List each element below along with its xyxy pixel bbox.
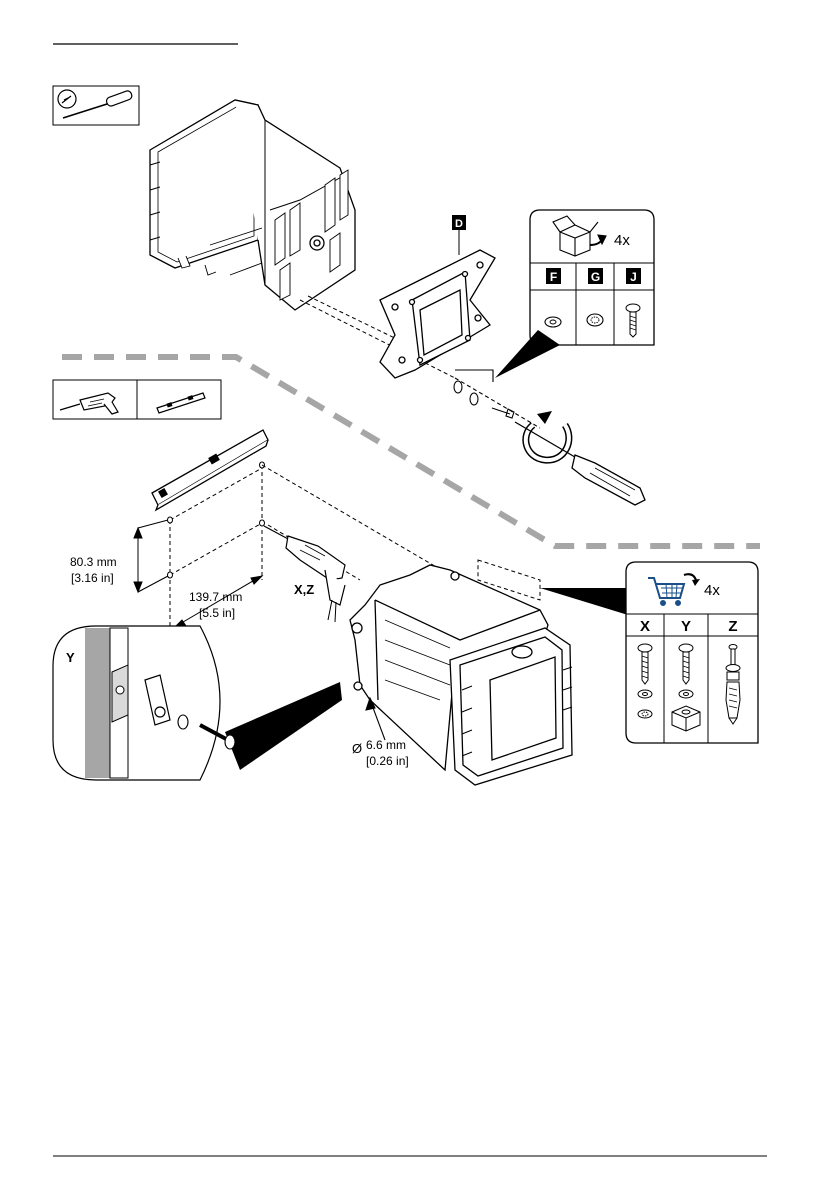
lock-washer-icon (470, 393, 478, 405)
dim-diameter-in: [0.26 in] (366, 754, 409, 768)
label-f: F (550, 270, 557, 284)
dimension-vertical (134, 520, 168, 592)
callout-wedge (540, 588, 628, 615)
washer-icon (454, 381, 462, 393)
callout-wedge (225, 682, 342, 770)
label-d: D (455, 218, 463, 230)
label-z: Z (728, 618, 737, 635)
level (152, 430, 268, 510)
detail-y: Y (53, 626, 342, 780)
washer-icon (545, 317, 561, 327)
tool-box-screwdriver (53, 86, 139, 125)
dim-horizontal-in: [5.5 in] (199, 606, 235, 620)
parts-panel-top: 4x F G J (495, 210, 654, 378)
dim-vertical-in: [3.16 in] (71, 571, 114, 585)
hardware-exploded (454, 370, 540, 428)
screw-icon (492, 408, 514, 418)
lock-washer-icon (587, 314, 603, 326)
label-j: J (630, 270, 637, 284)
screwdriver-large (515, 422, 645, 505)
qty-bottom: 4x (704, 582, 720, 599)
dim-vertical-mm: 80.3 mm (70, 555, 117, 569)
controller-bottom (350, 565, 572, 785)
label-y: Y (681, 618, 691, 635)
dim-diameter-sym: Ø (352, 741, 362, 756)
controller-top (150, 100, 355, 310)
mounting-bracket (380, 250, 495, 378)
dim-horizontal-mm: 139.7 mm (189, 590, 242, 604)
parts-panel-bottom: 4x X Y Z (540, 562, 758, 743)
label-y-detail: Y (66, 650, 75, 665)
label-x: X (640, 618, 650, 635)
dim-diameter-mm: 6.6 mm (366, 738, 406, 752)
drill-icon (264, 526, 345, 622)
tool-box-drill-level (53, 380, 221, 419)
rotate-arrow-icon (526, 411, 569, 460)
label-xz: X,Z (294, 582, 314, 597)
label-g: G (591, 270, 600, 284)
qty-top: 4x (614, 232, 630, 249)
